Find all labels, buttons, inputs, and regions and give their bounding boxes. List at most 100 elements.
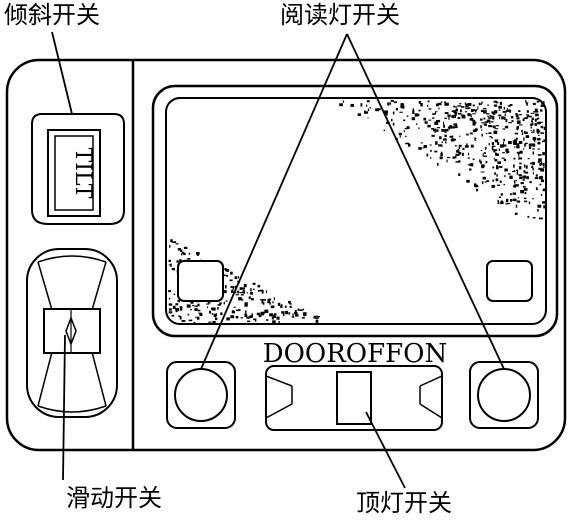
- stipple-dot: [523, 164, 526, 168]
- stipple-dot: [537, 209, 539, 212]
- stipple-dot: [398, 132, 402, 136]
- stipple-dot: [484, 147, 487, 150]
- stipple-dot: [452, 156, 456, 159]
- stipple-dot: [515, 179, 517, 182]
- stipple-dot: [459, 135, 461, 137]
- stipple-dot: [267, 301, 271, 304]
- stipple-dot: [508, 122, 512, 124]
- stipple-dot: [302, 308, 305, 311]
- stipple-dot: [342, 100, 345, 103]
- reading-lamp-button-right: [469, 361, 539, 429]
- stipple-dot: [454, 113, 457, 117]
- stipple-dot: [270, 305, 275, 309]
- stipple-dot: [171, 267, 175, 271]
- reading-lamp-switch-label: 阅读灯开关: [280, 1, 400, 29]
- stipple-dot: [211, 313, 214, 315]
- stipple-dot: [443, 121, 444, 125]
- stipple-dot: [435, 129, 439, 132]
- stipple-dot: [531, 131, 535, 133]
- stipple-dot: [250, 298, 254, 301]
- stipple-dot: [482, 176, 486, 180]
- stipple-dot: [516, 171, 519, 175]
- stipple-dot: [466, 133, 469, 136]
- stipple-dot: [316, 315, 318, 317]
- stipple-dot: [350, 103, 354, 107]
- stipple-dot: [434, 150, 438, 153]
- stipple-dot: [540, 179, 545, 183]
- stipple-dot: [524, 191, 527, 195]
- stipple-dot: [532, 217, 536, 219]
- stipple-dot: [271, 317, 274, 320]
- stipple-dot: [207, 306, 208, 309]
- stipple-dot: [534, 118, 537, 122]
- stipple-dot: [467, 113, 471, 117]
- stipple-dot: [443, 124, 445, 128]
- stipple-dot: [501, 157, 505, 159]
- stipple-dot: [535, 113, 539, 117]
- stipple-dot: [533, 111, 535, 113]
- stipple-dot: [411, 117, 416, 121]
- stipple-dot: [493, 110, 498, 114]
- stipple-dot: [500, 193, 503, 196]
- stipple-dot: [519, 142, 521, 144]
- stipple-dot: [235, 290, 237, 294]
- stipple-dot: [509, 109, 511, 111]
- stipple-dot: [236, 309, 240, 312]
- stipple-dot: [393, 101, 397, 104]
- stipple-dot: [509, 109, 512, 113]
- stipple-dot: [403, 119, 406, 122]
- stipple-dot: [491, 111, 494, 115]
- stipple-dot: [180, 253, 183, 256]
- stipple-dot: [513, 185, 517, 188]
- stipple-dot: [253, 288, 255, 290]
- lamp-lens-texture: [339, 100, 548, 220]
- lamp-right-square: [486, 260, 533, 302]
- stipple-dot: [217, 304, 222, 306]
- dome-switch-positions-text: DOOROFFON: [263, 339, 448, 369]
- stipple-dot: [481, 133, 483, 137]
- stipple-dot: [223, 268, 226, 270]
- stipple-dot: [226, 317, 230, 321]
- stipple-dot: [433, 128, 437, 132]
- stipple-dot: [542, 201, 546, 204]
- stipple-dot: [294, 309, 297, 313]
- stipple-dot: [514, 184, 519, 187]
- stipple-dot: [523, 148, 525, 150]
- stipple-dot: [440, 152, 443, 156]
- stipple-dot: [499, 101, 502, 105]
- stipple-dot: [516, 145, 520, 149]
- stipple-dot: [502, 111, 507, 113]
- stipple-dot: [441, 141, 443, 144]
- stipple-dot: [406, 115, 409, 117]
- stipple-dot: [444, 101, 446, 103]
- stipple-dot: [172, 241, 177, 243]
- stipple-dot: [461, 152, 464, 156]
- stipple-dot: [513, 164, 515, 168]
- stipple-dot: [339, 103, 343, 107]
- stipple-dot: [256, 312, 260, 316]
- stipple-dot: [190, 308, 192, 311]
- stipple-dot: [484, 181, 487, 183]
- stipple-dot: [240, 298, 244, 301]
- stipple-dot: [461, 115, 466, 119]
- stipple-dot: [435, 141, 438, 145]
- stipple-dot: [193, 321, 196, 324]
- stipple-dot: [441, 129, 446, 132]
- stipple-dot: [437, 162, 439, 166]
- stipple-dot: [245, 310, 247, 314]
- stipple-dot: [500, 165, 503, 168]
- stipple-dot: [523, 170, 526, 173]
- stipple-dot: [499, 196, 501, 198]
- stipple-dot: [448, 116, 450, 120]
- stipple-dot: [529, 146, 532, 149]
- stipple-dot: [183, 246, 188, 250]
- stipple-dot: [434, 121, 439, 125]
- stipple-dot: [540, 168, 545, 172]
- stipple-dot: [491, 142, 494, 146]
- stipple-dot: [436, 119, 441, 123]
- stipple-dot: [520, 182, 524, 185]
- stipple-dot: [530, 112, 535, 114]
- stipple-dot: [230, 315, 235, 319]
- stipple-dot: [252, 282, 256, 285]
- stipple-dot: [207, 300, 211, 304]
